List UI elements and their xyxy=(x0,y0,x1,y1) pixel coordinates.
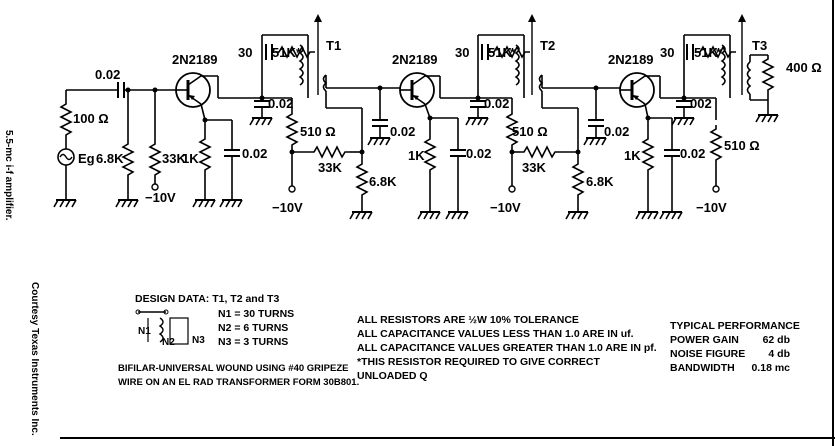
stage-3: 33K 6.8K 0.02 2N2189 1K 0.02 xyxy=(512,14,822,220)
coupling-cap-3-label: 0.02 xyxy=(604,124,629,139)
note-3: ALL CAPACITANCE VALUES GREATER THAN 1.0 … xyxy=(357,342,657,354)
turns-list: N1 = 30 TURNS N2 = 6 TURNS N3 = 3 TURNS xyxy=(218,307,294,349)
emitter-cap-1-label: 0.02 xyxy=(242,146,267,161)
bypass-cap-3-label: 002 xyxy=(690,96,712,111)
emitter-cap-3-label: 0.02 xyxy=(680,146,705,161)
tank-res-1-label: 51K xyxy=(272,45,296,60)
load-res-label: 400 Ω xyxy=(786,60,822,75)
bias-res-b-label: 33K xyxy=(162,151,186,166)
tank-res-1-star: * xyxy=(296,45,302,60)
collector-res-1-label: 510 Ω xyxy=(300,124,336,139)
design-data: DESIGN DATA: T1, T2 and T3 xyxy=(135,292,279,306)
winding-n2-label: N2 xyxy=(162,337,175,348)
transistor-2-label: 2N2189 xyxy=(392,52,438,67)
collector-res-3-label: 510 Ω xyxy=(724,138,760,153)
bypass-cap-1-label: 0.02 xyxy=(268,96,293,111)
transformer-1-label: T1 xyxy=(326,38,341,53)
note-1: ALL RESISTORS ARE ½W 10% TOLERANCE xyxy=(357,314,579,326)
tank-res-3-label: 51K xyxy=(694,45,718,60)
tank-res-2-label: 51K xyxy=(488,45,512,60)
perf-value: 4 db xyxy=(768,348,790,360)
note-4: *THIS RESISTOR REQUIRED TO GIVE CORRECT xyxy=(357,356,600,368)
supply-1-label: −10V xyxy=(272,200,303,215)
supply-2-label: −10V xyxy=(490,200,521,215)
transistor-3-label: 2N2189 xyxy=(608,52,654,67)
bias-res-3-label: 6.8K xyxy=(586,174,614,189)
bias-supply-label: −10V xyxy=(145,190,176,205)
collector-res-2-label: 510 Ω xyxy=(512,124,548,139)
winding-note-1: BIFILAR-UNIVERSAL WOUND USING #40 GRIPEZ… xyxy=(118,363,349,374)
winding-note-2: WIRE ON AN EL RAD TRANSFORMER FORM 30B80… xyxy=(118,377,360,388)
input-resistor-label: 100 Ω xyxy=(73,111,109,126)
winding-n3-label: N3 xyxy=(192,335,205,346)
tank-cap-3-label: 30 xyxy=(660,45,674,60)
tank-cap-2-label: 30 xyxy=(455,45,469,60)
transformer-3-label: T3 xyxy=(752,38,767,53)
frame-bottom xyxy=(60,437,835,439)
perf-label: NOISE FIGURE xyxy=(670,348,746,360)
winding-n1-label: N1 xyxy=(138,326,151,337)
performance-title: TYPICAL PERFORMANCE xyxy=(670,320,800,332)
turns-n3: N3 = 3 TURNS xyxy=(218,336,289,348)
tank-res-3-star: * xyxy=(716,45,722,60)
emitter-res-1-label: 1K xyxy=(182,151,199,166)
coupling-cap-2-label: 0.02 xyxy=(390,124,415,139)
input-cap-label: 0.02 xyxy=(95,67,120,82)
perf-value: 0.18 mc xyxy=(751,362,790,374)
bias-res-2-label: 6.8K xyxy=(369,174,397,189)
winding-diagram: N1 N2 N3 xyxy=(135,309,205,348)
transformer-2-label: T2 xyxy=(540,38,555,53)
tank-res-2-star: * xyxy=(510,45,516,60)
note-2: ALL CAPACITANCE VALUES LESS THAN 1.0 ARE… xyxy=(357,328,634,340)
performance-row: NOISE FIGURE 4 db xyxy=(670,347,790,361)
performance-row: POWER GAIN 62 db xyxy=(670,333,790,347)
emitter-cap-2-label: 0.02 xyxy=(466,146,491,161)
general-notes: ALL RESISTORS ARE ½W 10% TOLERANCE ALL C… xyxy=(357,313,657,383)
design-title: DESIGN DATA: T1, T2 and T3 xyxy=(135,293,280,305)
note-5: UNLOADED Q xyxy=(357,370,428,382)
frame-right xyxy=(832,0,834,446)
tank-cap-1-label: 30 xyxy=(238,45,252,60)
stage-1: Eg 100 Ω 0.02 6.8K 33K −10V 2N2189 1K xyxy=(53,14,341,215)
source-label: Eg xyxy=(78,151,95,166)
perf-label: POWER GAIN xyxy=(670,334,739,346)
performance-row: BANDWIDTH 0.18 mc xyxy=(670,361,790,375)
perf-label: BANDWIDTH xyxy=(670,362,735,374)
stage-2: 33K 6.8K 0.02 2N2189 1K 0.02 xyxy=(292,14,555,220)
turns-n1: N1 = 30 TURNS xyxy=(218,308,295,320)
bias-res-a-label: 6.8K xyxy=(96,151,124,166)
emitter-res-3-label: 1K xyxy=(624,148,641,163)
bypass-cap-2-label: 0.02 xyxy=(484,96,509,111)
series-res-2-label: 33K xyxy=(318,160,342,175)
winding-notes: BIFILAR-UNIVERSAL WOUND USING #40 GRIPEZ… xyxy=(118,362,359,390)
supply-3-label: −10V xyxy=(696,200,727,215)
typical-performance: TYPICAL PERFORMANCE POWER GAIN 62 db NOI… xyxy=(670,319,800,375)
turns-n2: N2 = 6 TURNS xyxy=(218,322,289,334)
perf-value: 62 db xyxy=(762,334,790,346)
transistor-1-label: 2N2189 xyxy=(172,52,218,67)
emitter-res-2-label: 1K xyxy=(408,148,425,163)
series-res-3-label: 33K xyxy=(522,160,546,175)
